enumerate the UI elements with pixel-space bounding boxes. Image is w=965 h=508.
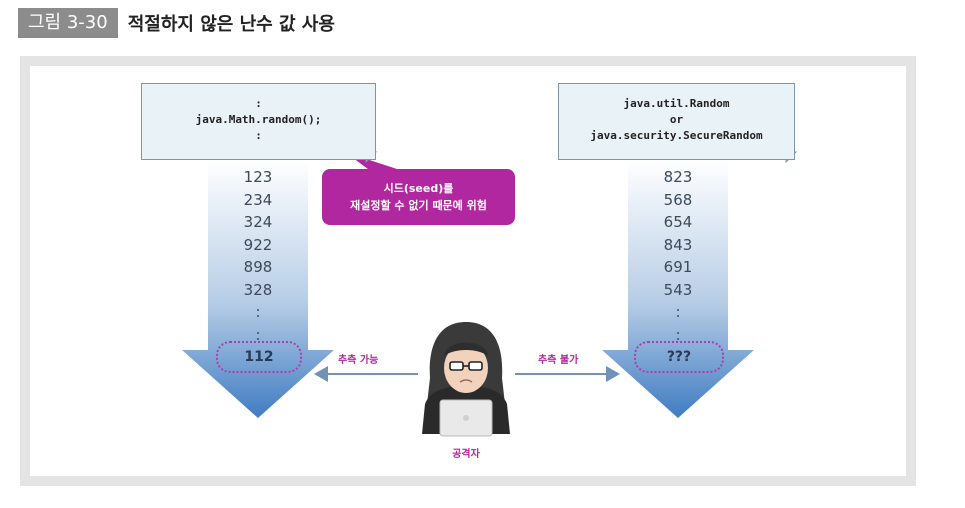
left-code-box: : java.Math.random(); : — [141, 83, 376, 160]
list-item: 324 — [243, 213, 273, 231]
list-item: 922 — [243, 235, 273, 254]
list-item: 123 — [243, 168, 273, 186]
left-code-line-2: java.Math.random(); — [195, 113, 322, 126]
callout-line-1: 시드(seed)를 — [383, 182, 454, 195]
list-item: 543 — [663, 280, 693, 299]
left-number-list: 123 234 324 922 898 328 : : — [218, 166, 298, 346]
list-item: 234 — [243, 190, 273, 209]
right-final-value: ??? — [634, 341, 724, 373]
figure-header: 그림 3-30 적절하지 않은 난수 값 사용 — [18, 8, 335, 38]
list-item: 691 — [663, 258, 693, 276]
list-item: : — [255, 325, 261, 344]
list-item: 568 — [663, 190, 693, 209]
list-item: 328 — [243, 280, 273, 299]
callout-line-2: 재설정할 수 없기 때문에 위험 — [350, 199, 487, 212]
attacker-label: 공격자 — [452, 449, 480, 460]
right-arrow-label: 추측 불가 — [538, 355, 579, 366]
attacker-icon — [422, 322, 510, 437]
figure-title: 적절하지 않은 난수 값 사용 — [127, 14, 335, 35]
list-item: 898 — [243, 258, 273, 276]
list-item: 843 — [663, 235, 693, 254]
left-code-line-1: : — [255, 97, 262, 110]
figure-label: 그림 3-30 — [18, 8, 118, 38]
right-code-box: java.util.Random or java.security.Secure… — [558, 83, 795, 160]
right-code-line-2: or — [669, 113, 684, 126]
list-item: : — [675, 303, 681, 321]
right-code-line-1: java.util.Random — [623, 97, 730, 110]
callout-text: 시드(seed)를 재설정할 수 없기 때문에 위험 — [322, 180, 515, 214]
list-item: 654 — [663, 213, 693, 231]
list-item: : — [255, 303, 261, 321]
left-code-line-3: : — [255, 129, 262, 142]
left-final-value: 112 — [216, 341, 302, 373]
right-code-line-3: java.security.SecureRandom — [590, 129, 763, 142]
list-item: : — [675, 325, 681, 344]
callout-bubble — [322, 169, 515, 225]
left-arrow-label: 추측 가능 — [338, 355, 379, 366]
list-item: 823 — [663, 168, 693, 186]
right-number-list: 823 568 654 843 691 543 : : — [638, 166, 718, 346]
